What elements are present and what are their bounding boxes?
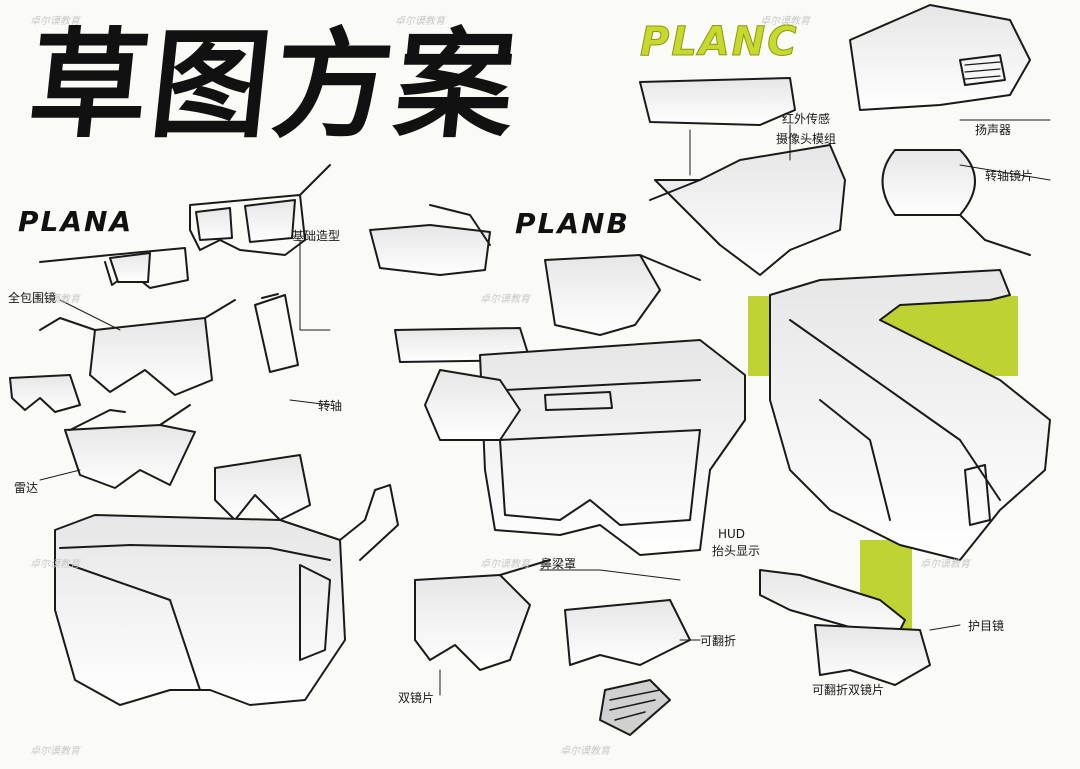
plan-a-sketches [9, 164, 399, 706]
watermark: 卓尔谟教育 [395, 16, 445, 27]
annotation-eye-shield: 护目镜 [968, 619, 1005, 633]
annotation-nose-pad: 鼻梁罩 [540, 557, 577, 571]
annotation-basic-shape: 基础造型 [292, 229, 341, 243]
annotation-speaker: 扬声器 [975, 123, 1012, 137]
plan-b-label: PLANB [515, 207, 630, 240]
annotation-full-goggles: 全包围镜 [8, 291, 57, 305]
plan-a-label: PLANA [18, 205, 134, 238]
watermark: 卓尔谟教育 [30, 16, 80, 27]
watermark: 卓尔谟教育 [30, 746, 80, 757]
annotation-hinge: 转轴 [318, 399, 343, 413]
plan-b-sketches [369, 204, 746, 736]
watermark: 卓尔谟教育 [30, 559, 80, 570]
annotation-flippable: 可翻折 [700, 634, 737, 648]
page-title: 草图方案 [22, 15, 526, 154]
watermark: 卓尔谟教育 [760, 16, 810, 27]
plan-c-sketches [639, 4, 1051, 686]
annotation-radar: 雷达 [14, 481, 39, 495]
annotation-ir-sensor: 红外传感 [782, 112, 831, 126]
annotation-rotating-lens: 转轴镜片 [985, 169, 1034, 183]
plan-c-label: PLANC [640, 19, 799, 65]
annotation-flip-dual-lens: 可翻折双镜片 [812, 683, 885, 697]
annotation-dual-lens: 双镜片 [398, 691, 435, 705]
watermark: 卓尔谟教育 [30, 294, 80, 305]
watermark: 卓尔谟教育 [480, 559, 530, 570]
watermark: 卓尔谟教育 [920, 559, 970, 570]
watermark: 卓尔谟教育 [560, 746, 610, 757]
annotation-hud-display: 抬头显示 [712, 544, 761, 558]
watermark: 卓尔谟教育 [480, 294, 530, 305]
annotation-hud: HUD [718, 527, 746, 541]
annotation-camera-module: 摄像头模组 [776, 132, 837, 146]
